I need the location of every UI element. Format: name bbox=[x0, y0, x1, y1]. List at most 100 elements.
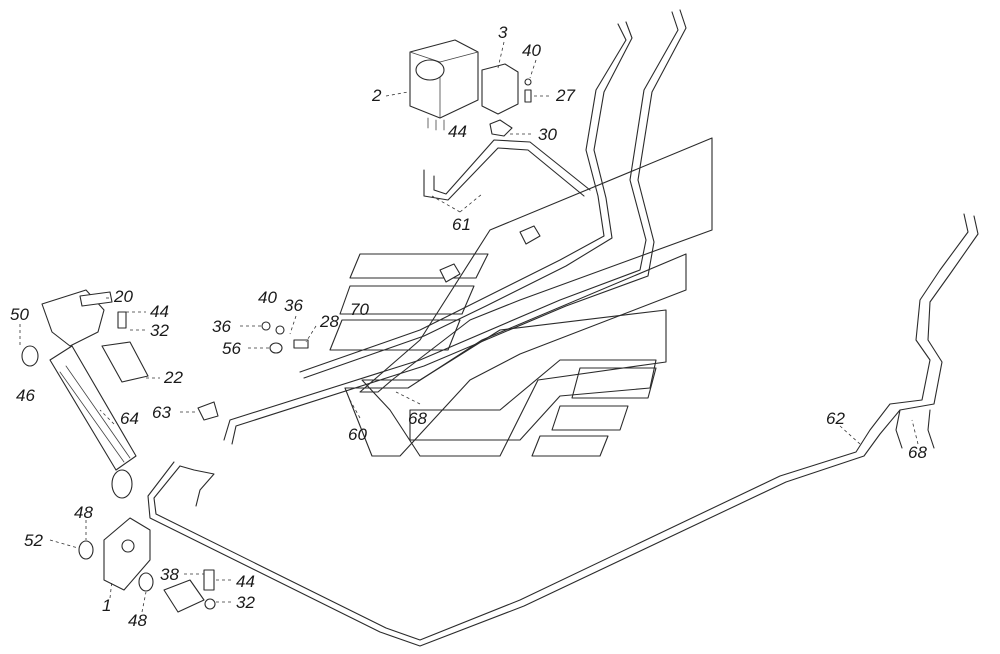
lower-bracket bbox=[78, 517, 216, 613]
pipe-62-end bbox=[179, 465, 215, 507]
label-32-left: 32 bbox=[150, 321, 169, 340]
label-30: 30 bbox=[538, 125, 557, 144]
pin-22 bbox=[101, 341, 149, 383]
label-1: 1 bbox=[102, 596, 111, 615]
stripe-top-2 bbox=[339, 285, 475, 315]
cylinder-eye bbox=[111, 469, 133, 499]
panel-stripes bbox=[329, 137, 713, 457]
label-20: 20 bbox=[113, 287, 133, 306]
leader-44-32 bbox=[126, 311, 146, 331]
label-40-mid: 40 bbox=[258, 288, 277, 307]
leader-60 bbox=[349, 399, 361, 419]
stripe-large-1 bbox=[359, 137, 713, 393]
washer-46 bbox=[21, 345, 39, 367]
label-50: 50 bbox=[10, 305, 29, 324]
pipe-a bbox=[299, 23, 627, 373]
label-36-right: 36 bbox=[284, 296, 303, 315]
label-44-lower: 44 bbox=[236, 572, 255, 591]
label-36-left: 36 bbox=[212, 317, 231, 336]
pin-38 bbox=[163, 579, 205, 613]
label-2: 2 bbox=[371, 86, 382, 105]
leader-52 bbox=[49, 539, 79, 549]
washer-48b bbox=[138, 572, 154, 592]
leaders bbox=[19, 41, 919, 613]
cylinder-lines bbox=[59, 365, 131, 463]
nut-40 bbox=[524, 78, 532, 86]
stripe-top-1 bbox=[349, 253, 489, 279]
leader-44-32b bbox=[216, 579, 232, 603]
reservoir-body bbox=[409, 39, 479, 119]
leader-68b bbox=[911, 419, 919, 445]
label-3: 3 bbox=[498, 23, 508, 42]
label-68-mid: 68 bbox=[408, 409, 427, 428]
label-44-top: 44 bbox=[448, 122, 467, 141]
lift-cylinder bbox=[21, 289, 149, 499]
callout-labels: 2 3 40 27 44 30 61 20 44 32 50 46 22 63 … bbox=[10, 23, 927, 630]
reservoir-fittings bbox=[427, 117, 445, 131]
label-61: 61 bbox=[452, 215, 471, 234]
label-68-right: 68 bbox=[908, 443, 927, 462]
leader-36b bbox=[289, 315, 297, 335]
clip-upper bbox=[519, 225, 541, 245]
leader-2 bbox=[385, 91, 409, 97]
stripe-inner bbox=[409, 359, 657, 441]
fittings-cluster bbox=[197, 225, 541, 421]
nut-32b bbox=[204, 598, 216, 610]
fitting-28 bbox=[293, 339, 309, 349]
bracket-1 bbox=[103, 517, 151, 591]
label-52: 52 bbox=[24, 531, 43, 550]
bolt-44 bbox=[117, 311, 127, 329]
pipe-d bbox=[231, 9, 687, 445]
label-64: 64 bbox=[120, 409, 139, 428]
label-27: 27 bbox=[555, 86, 575, 105]
label-28: 28 bbox=[319, 312, 339, 331]
pipe-62 bbox=[147, 213, 979, 647]
label-56: 56 bbox=[222, 339, 241, 358]
label-60: 60 bbox=[348, 425, 367, 444]
pin-20 bbox=[79, 291, 113, 307]
label-38: 38 bbox=[160, 565, 179, 584]
fitting-63 bbox=[197, 401, 219, 421]
pipe-c bbox=[223, 11, 679, 441]
leader-40a bbox=[529, 59, 537, 79]
leader-62 bbox=[839, 425, 861, 445]
fitting-36b bbox=[275, 325, 285, 335]
label-32-lower: 32 bbox=[236, 593, 255, 612]
label-40-top: 40 bbox=[522, 41, 541, 60]
bolt-27 bbox=[524, 89, 532, 103]
label-22: 22 bbox=[163, 368, 183, 387]
stripe-box-3 bbox=[531, 435, 609, 457]
pipe-62-b bbox=[147, 215, 979, 647]
cylinder-body bbox=[49, 345, 137, 471]
hose-61-a bbox=[423, 147, 585, 201]
fitting-36a bbox=[261, 321, 271, 331]
clamp-30 bbox=[489, 119, 513, 137]
bracket-body bbox=[481, 63, 519, 115]
leader-3 bbox=[497, 41, 505, 69]
label-44-left: 44 bbox=[150, 302, 169, 321]
bolt-44b bbox=[203, 569, 215, 591]
leader-68a bbox=[395, 391, 421, 405]
label-48-upper: 48 bbox=[74, 503, 93, 522]
label-70: 70 bbox=[350, 300, 369, 319]
reservoir-cap bbox=[415, 59, 445, 81]
label-48-lower: 48 bbox=[128, 611, 147, 630]
stripe-box-2 bbox=[551, 405, 629, 431]
hose-61 bbox=[423, 139, 591, 201]
leader-61 bbox=[431, 193, 483, 213]
stripe-box-1 bbox=[571, 367, 657, 399]
label-46: 46 bbox=[16, 386, 35, 405]
hose-61-b bbox=[433, 139, 591, 195]
stripe-top-3 bbox=[329, 319, 461, 351]
fitting-56 bbox=[269, 342, 283, 354]
pipe-b bbox=[303, 21, 633, 379]
pipe-62-a bbox=[153, 213, 969, 641]
clip-mid bbox=[439, 263, 461, 283]
stripe-large-3 bbox=[361, 309, 667, 457]
long-pipes-top bbox=[223, 9, 687, 445]
label-63: 63 bbox=[152, 403, 171, 422]
label-62: 62 bbox=[826, 409, 845, 428]
leader-48b bbox=[141, 591, 147, 613]
